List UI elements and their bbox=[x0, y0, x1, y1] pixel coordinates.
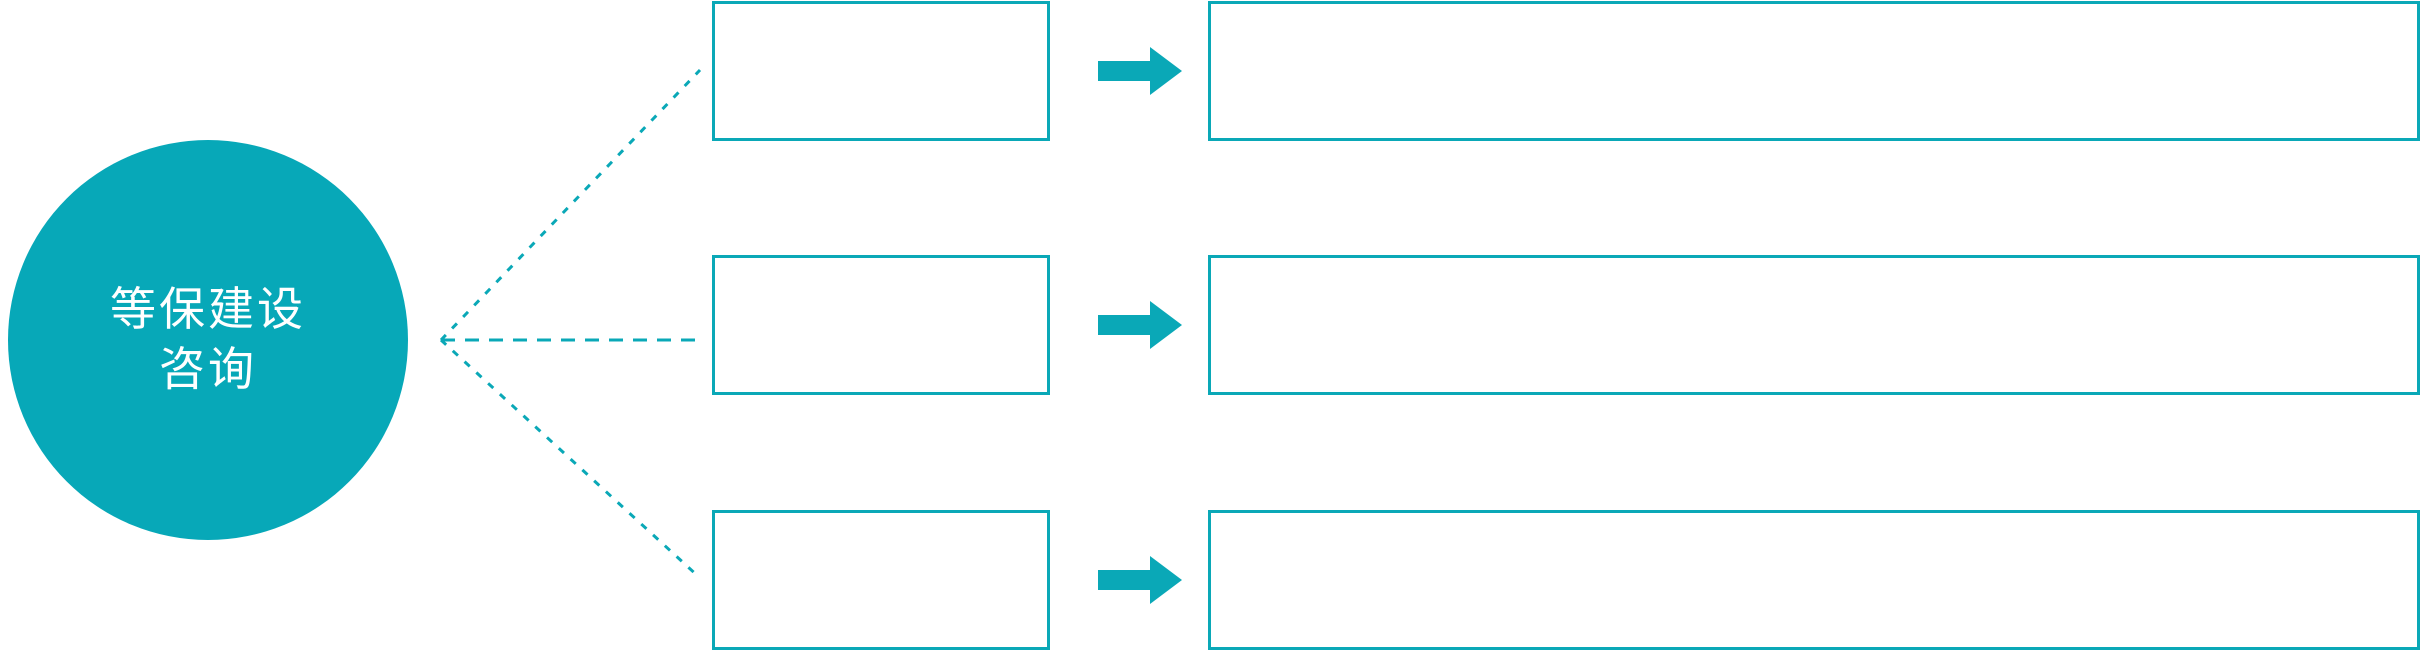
hub-circle[interactable]: 等保建设 咨询 bbox=[8, 140, 408, 540]
label-box[interactable] bbox=[712, 1, 1050, 141]
diagram-row bbox=[0, 255, 2434, 397]
detail-box[interactable] bbox=[1208, 255, 2420, 395]
hub-title-line-1: 等保建设 bbox=[110, 283, 306, 336]
right-block-arrow-icon bbox=[1098, 301, 1182, 349]
diagram-row bbox=[0, 510, 2434, 652]
diagram-row bbox=[0, 1, 2434, 143]
right-block-arrow-icon bbox=[1098, 556, 1182, 604]
right-block-arrow-icon bbox=[1098, 47, 1182, 95]
label-box[interactable] bbox=[712, 510, 1050, 650]
detail-box[interactable] bbox=[1208, 1, 2420, 141]
label-box[interactable] bbox=[712, 255, 1050, 395]
detail-box[interactable] bbox=[1208, 510, 2420, 650]
hub-title-line-2: 咨询 bbox=[159, 343, 257, 395]
